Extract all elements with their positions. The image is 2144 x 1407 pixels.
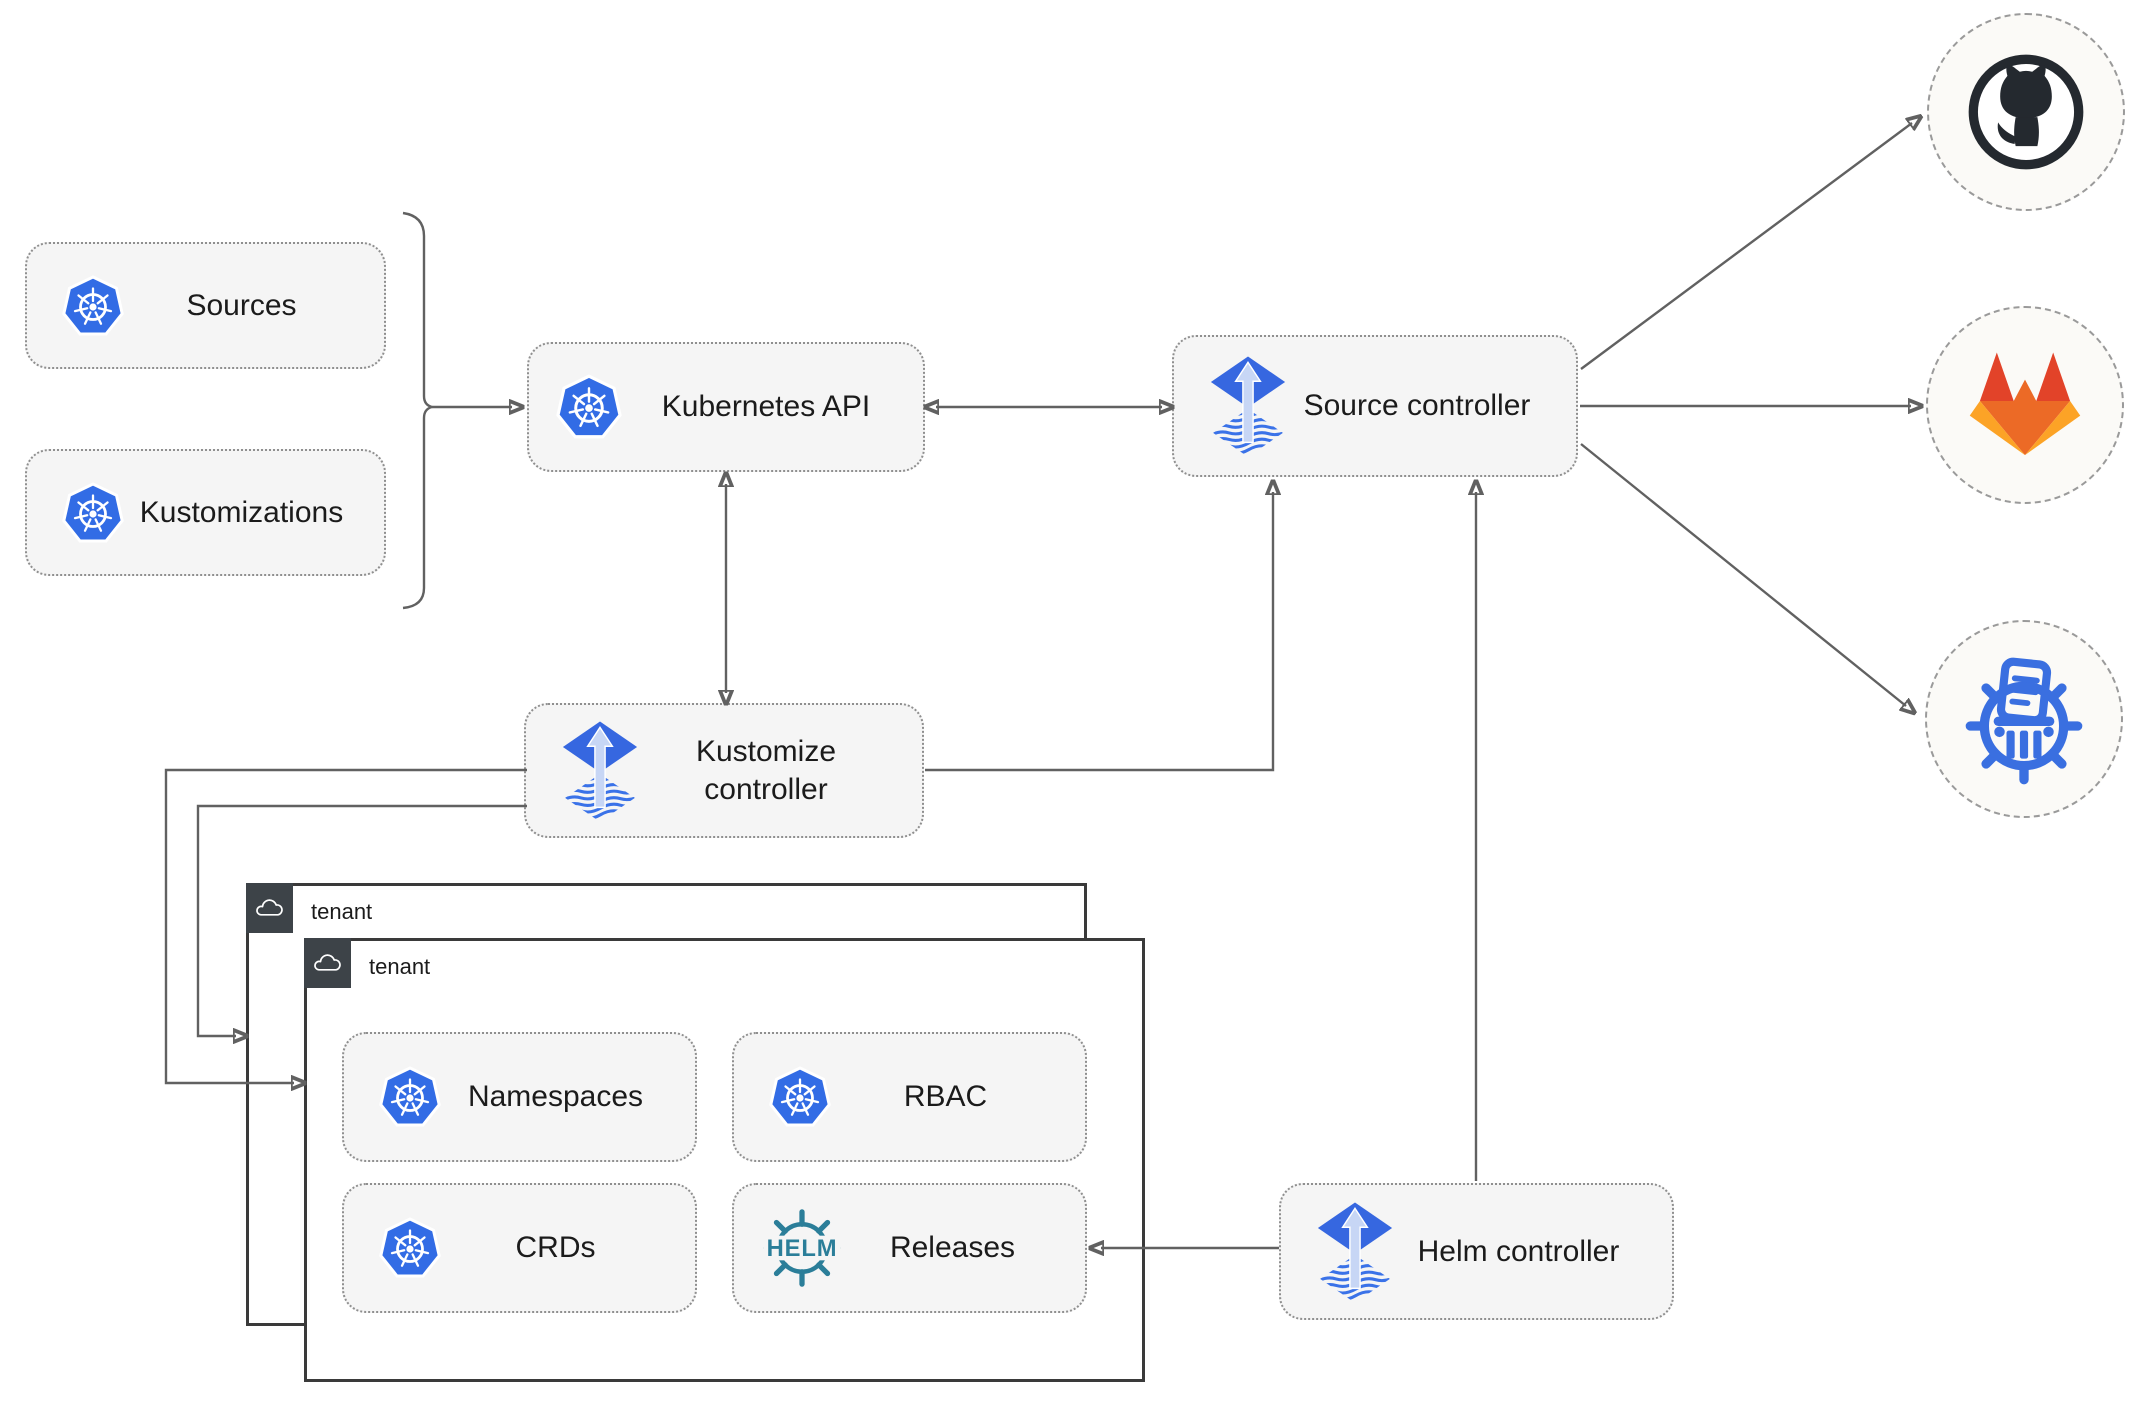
kubernetes-icon [61, 274, 125, 338]
flux-icon [1208, 355, 1288, 457]
flux-icon [1315, 1201, 1395, 1303]
tenant-tab [304, 938, 351, 988]
edge-kustomize-controller-source-controller [925, 492, 1273, 772]
edge-source-controller-github [1580, 123, 1912, 370]
external-chartmuseum [1925, 620, 2123, 818]
node-label: Kubernetes API [661, 390, 871, 424]
node-kustomizations: Kustomizations [25, 449, 386, 576]
node-helm-controller: Helm controller [1279, 1183, 1674, 1320]
edge-source-controller-chartmuseum [1580, 443, 1906, 706]
node-label: Kustomize controller [695, 735, 837, 806]
node-label: CRDs [515, 1231, 596, 1265]
external-gitlab [1926, 306, 2124, 504]
tenant-tab [246, 883, 293, 933]
cloud-icon [254, 898, 285, 919]
tenant-label: tenant [311, 899, 373, 924]
node-namespaces: Namespaces [342, 1032, 697, 1162]
node-crds: CRDs [342, 1183, 697, 1313]
node-label: Namespaces [467, 1080, 644, 1114]
kubernetes-icon [378, 1216, 442, 1280]
external-github [1927, 13, 2125, 211]
github-icon [1964, 50, 2088, 174]
node-label: Releases [889, 1231, 1016, 1265]
node-kustomize-controller: Kustomize controller [524, 703, 924, 838]
bracket-sources-group [402, 211, 433, 610]
node-releases: Releases [732, 1183, 1087, 1313]
node-label: Sources [186, 288, 297, 322]
kubernetes-icon [378, 1065, 442, 1129]
cloud-icon [312, 953, 343, 974]
kubernetes-icon [555, 373, 623, 441]
helm-icon [758, 1204, 846, 1292]
kubernetes-icon [768, 1065, 832, 1129]
node-sources: Sources [25, 242, 386, 369]
node-label: Helm controller [1417, 1234, 1620, 1268]
node-label: Source controller [1303, 389, 1531, 423]
chartmuseum-icon [1954, 649, 2094, 789]
gitlab-icon [1963, 349, 2087, 462]
node-kubernetes-api: Kubernetes API [527, 342, 925, 472]
kubernetes-icon [61, 481, 125, 545]
node-label: Kustomizations [139, 495, 344, 529]
flux-icon [560, 720, 640, 822]
tenant-label: tenant [369, 954, 431, 979]
node-source-controller: Source controller [1172, 335, 1578, 477]
node-rbac: RBAC [732, 1032, 1087, 1162]
node-label: RBAC [903, 1080, 988, 1114]
